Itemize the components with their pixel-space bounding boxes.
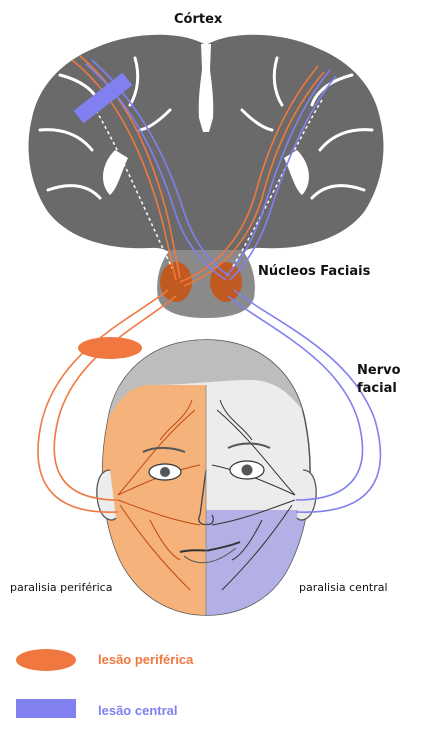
facial-nerve-label-line2: facial [357, 381, 397, 396]
peripheral-lesion-marker [78, 337, 142, 359]
left-ear [96, 469, 117, 521]
peripheral-palsy-label: paralisia periférica [10, 581, 113, 594]
facial-nerve-label-line1: Nervo [357, 363, 401, 378]
blue-upper-tract-right-a [225, 69, 331, 277]
right-ventricle [284, 150, 309, 195]
orange-half-tint [102, 385, 206, 615]
face-illustration [96, 339, 317, 616]
legend-central-label: lesão central [98, 703, 178, 718]
blue-upper-tract-right-b [229, 75, 337, 281]
hair [102, 340, 311, 440]
left-facial-nerve-branches [117, 399, 201, 591]
longitudinal-fissure [198, 44, 214, 132]
central-lesion-marker [73, 72, 133, 124]
left-eyebrow [142, 446, 186, 453]
blue-lower-quadrant-tint [206, 510, 311, 615]
cortex-label: Córtex [174, 12, 223, 27]
left-ventricle [103, 150, 128, 195]
right-iris [241, 464, 253, 476]
central-palsy-label: paralisia central [299, 581, 388, 594]
dashed-tracts [89, 99, 323, 269]
orange-facial-nerve-inner [53, 295, 177, 501]
mouth [179, 541, 241, 553]
orange-upper-tract-left-a [71, 59, 177, 281]
cortical-sulci [38, 56, 374, 200]
blue-facial-nerve-outer [233, 289, 382, 513]
blue-facial-nerve-inner [227, 295, 364, 501]
legend-central-swatch [16, 699, 76, 718]
left-iris [160, 467, 170, 477]
left-facial-nucleus [160, 262, 192, 302]
facial-nuclei-label: Núcleos Faciais [258, 264, 371, 279]
right-eyebrow [227, 442, 271, 449]
right-facial-nucleus [210, 262, 242, 302]
orange-facial-nerve-outer [37, 289, 169, 513]
legend-peripheral-label: lesão periférica [98, 652, 194, 667]
right-ear [296, 469, 317, 521]
legend-peripheral-swatch [16, 649, 76, 671]
